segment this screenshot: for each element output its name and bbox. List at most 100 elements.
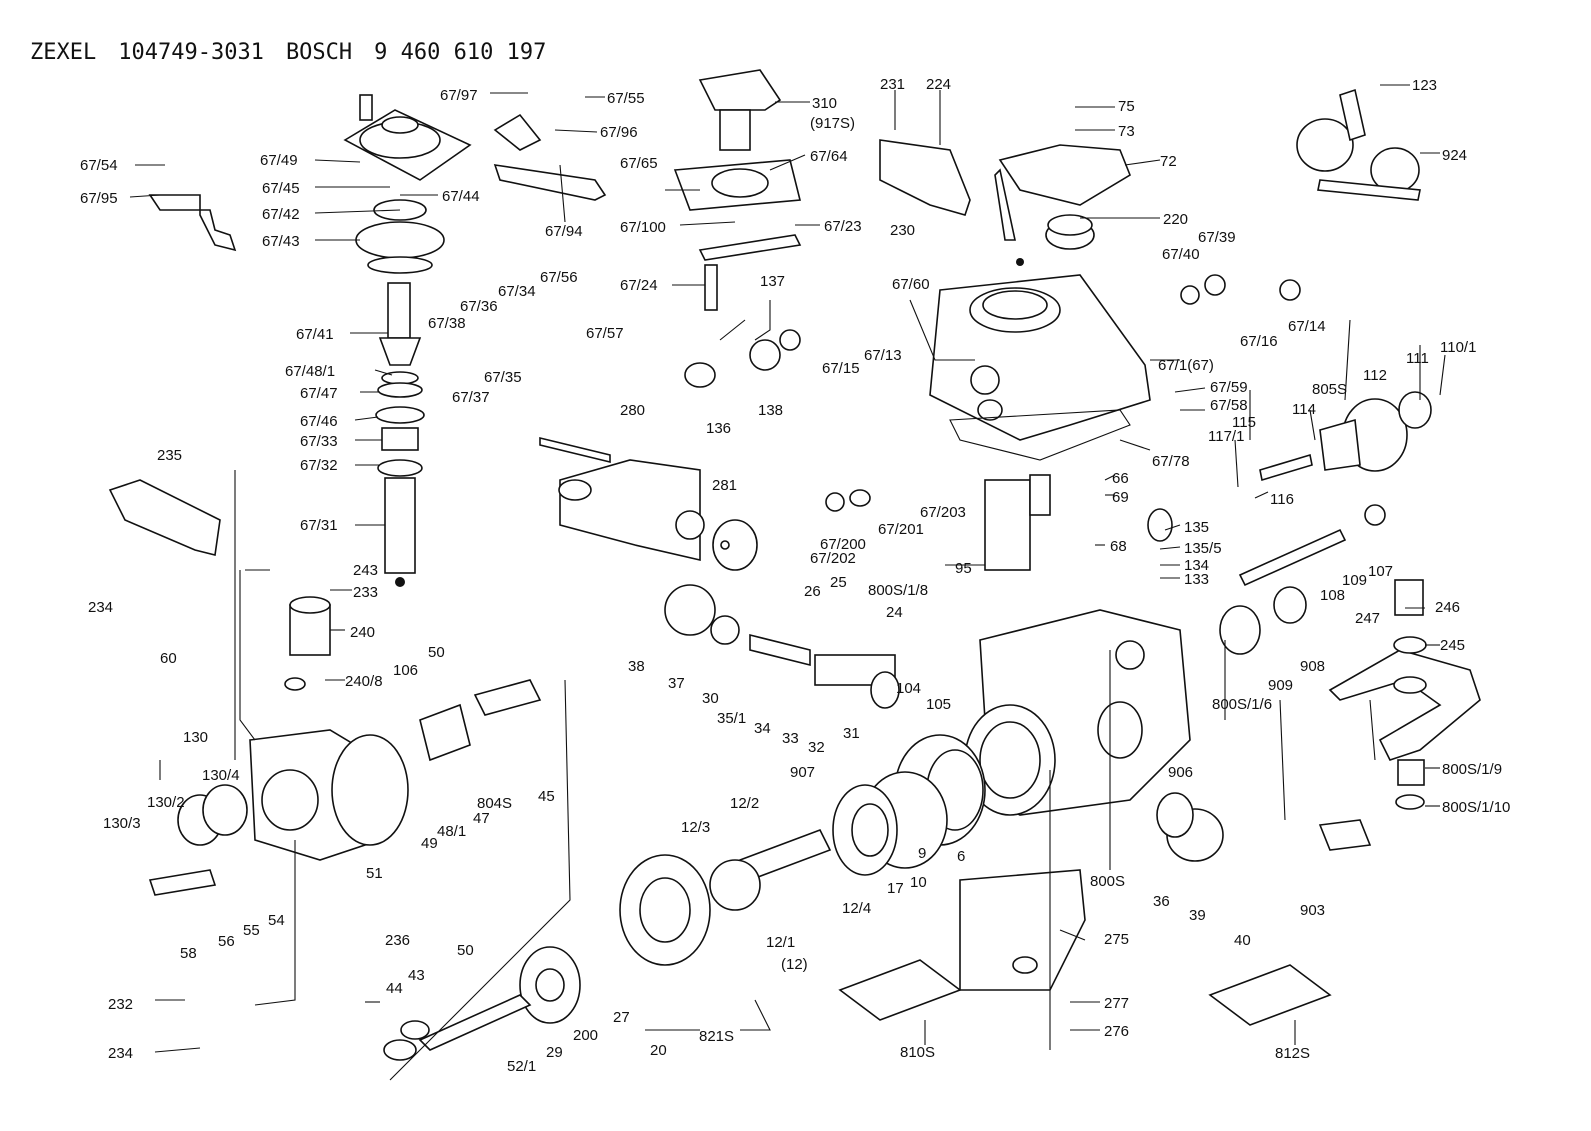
part-label: 130 [183,729,208,746]
part-label: 234 [88,599,113,616]
part-label: 106 [393,662,418,679]
part-label: 72 [1160,153,1177,170]
part-label: 114 [1292,401,1316,418]
part-label: 55 [243,922,260,939]
part-label: 67/34 [498,283,536,300]
part-label: 67/43 [262,233,300,250]
part-label: 280 [620,402,645,419]
part-label: 30 [702,690,719,707]
part-label: 67/95 [80,190,118,207]
part-label: 33 [782,730,799,747]
part-label: 130/2 [147,794,185,811]
part-label: 67/56 [540,269,578,286]
part-label: 67/60 [892,276,930,293]
part-label: 277 [1104,995,1129,1012]
part-label: (12) [781,956,808,973]
part-label: 75 [1118,98,1135,115]
part-label: 66 [1112,470,1129,487]
part-label: 245 [1440,637,1465,654]
part-label: 67/46 [300,413,338,430]
part-label: 231 [880,76,905,93]
part-label: 12/3 [681,819,710,836]
part-label: 800S/1/10 [1442,799,1510,816]
part-label: (917S) [810,115,855,132]
part-label: 821S [699,1028,734,1045]
part-label: 67/58 [1210,397,1248,414]
part-label: 67/24 [620,277,658,294]
part-label: 67/203 [920,504,966,521]
part-label: 134 [1184,557,1209,574]
part-label: 804S [477,795,512,812]
part-label: 235 [157,447,182,464]
part-label: 234 [108,1045,133,1062]
part-label: 275 [1104,931,1129,948]
part-label: 58 [180,945,197,962]
part-label: 276 [1104,1023,1129,1040]
part-label: 236 [385,932,410,949]
part-label: 200 [573,1027,598,1044]
part-label: 800S/1/8 [868,582,928,599]
part-label: 133 [1184,571,1209,588]
part-label: 67/15 [822,360,860,377]
part-label: 233 [353,584,378,601]
part-label: 67/45 [262,180,300,197]
part-label: 34 [754,720,771,737]
part-label: 220 [1163,211,1188,228]
part-label: 67/96 [600,124,638,141]
part-label: 135/5 [1184,540,1222,557]
part-label: 67/54 [80,157,118,174]
part-label: 67/40 [1162,246,1200,263]
part-label: 67/23 [824,218,862,235]
maker-bosch: BOSCH [285,40,353,65]
part-label: 10 [910,874,927,891]
part-label: 110/1 [1440,339,1476,356]
part-label: 115 [1232,414,1256,431]
part-label: 67/57 [586,325,624,342]
part-label: 29 [546,1044,563,1061]
part-label: 67/1(67) [1158,357,1214,374]
part-label: 136 [706,420,731,437]
part-label: 54 [268,912,285,929]
part-label: 67/202 [810,550,856,567]
part-number-bosch: 9 460 610 197 [374,40,547,65]
part-label: 800S/1/6 [1212,696,1272,713]
part-label: 924 [1442,147,1467,164]
part-label: 67/201 [878,521,924,538]
part-label: 246 [1435,599,1460,616]
part-label: 27 [613,1009,630,1026]
part-label: 812S [1275,1045,1310,1062]
part-label: 25 [830,574,847,591]
part-label: 67/16 [1240,333,1278,350]
part-label: 907 [790,764,815,781]
part-label: 67/32 [300,457,338,474]
part-label: 47 [473,810,490,827]
part-label: 67/33 [300,433,338,450]
part-label: 281 [712,477,737,494]
part-label: 49 [421,835,438,852]
part-label: 67/38 [428,315,466,332]
leader-lines [129,84,1446,1081]
part-label: 50 [428,644,445,661]
part-label: 36 [1153,893,1170,910]
part-label: 45 [538,788,555,805]
part-label: 67/100 [620,219,666,236]
part-label: 109 [1342,572,1367,589]
part-label: 67/36 [460,298,498,315]
part-label: 67/200 [820,536,866,553]
part-label: 20 [650,1042,667,1059]
part-label: 44 [386,980,403,997]
part-label: 17 [887,880,904,897]
part-label: 903 [1300,902,1325,919]
part-label: 67/55 [607,90,645,107]
part-label: 56 [218,933,235,950]
part-label: 31 [843,725,860,742]
part-label: 12/1 [766,934,795,951]
part-label: 908 [1300,658,1325,675]
part-label: 67/31 [300,517,338,534]
part-label: 37 [668,675,685,692]
maker-zexel: ZEXEL [30,40,97,65]
part-label: 48/1 [437,823,466,840]
part-label: 810S [900,1044,935,1061]
part-label: 68 [1110,538,1127,555]
